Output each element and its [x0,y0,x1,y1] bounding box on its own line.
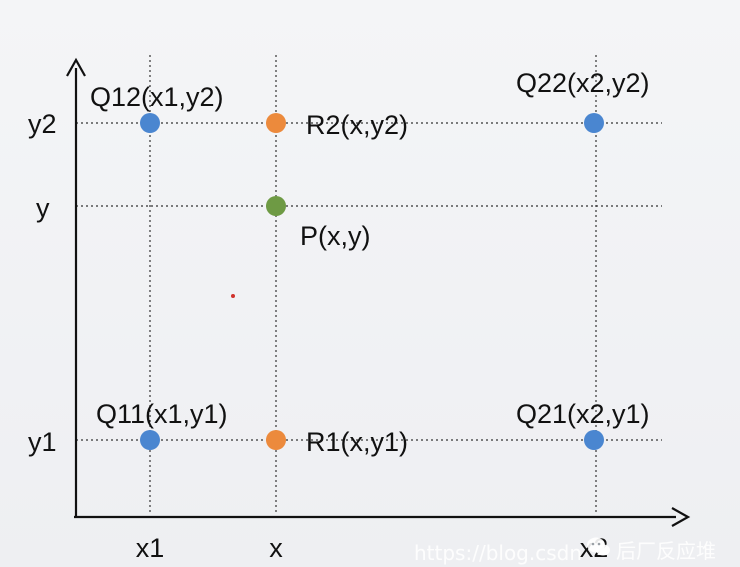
wechat-icon [587,537,610,556]
x-tick-label-x1: x1 [136,533,165,563]
point-q11-label: Q11(x1,y1) [96,399,228,429]
watermark-brand: 后厂反应堆 [616,539,716,563]
y-axis-arrowhead [66,57,86,77]
y-tick-label-y2: y2 [28,109,57,139]
x-axis-arrowhead [671,507,691,527]
point-q21-marker [584,430,604,450]
point-q11-marker [140,430,160,450]
point-r2-marker [266,113,286,133]
point-q12-marker [140,113,160,133]
watermark-url: https://blog.csdn [414,541,582,565]
point-r2-label: R2(x,y2) [306,110,408,140]
y-tick-label-y1: y1 [28,427,57,457]
point-q22-label: Q22(x2,y2) [516,68,650,98]
stray-red-dot [231,294,235,298]
point-p-label: P(x,y) [300,221,371,251]
point-r1-label: R1(x,y1) [306,427,408,457]
point-r1-marker [266,430,286,450]
point-p-marker [266,196,286,216]
y-tick-label-y: y [36,193,50,223]
point-q22-marker [584,113,604,133]
point-q21-label: Q21(x2,y1) [516,399,650,429]
x-tick-label-x: x [269,533,283,563]
point-q12-label: Q12(x1,y2) [90,82,224,112]
